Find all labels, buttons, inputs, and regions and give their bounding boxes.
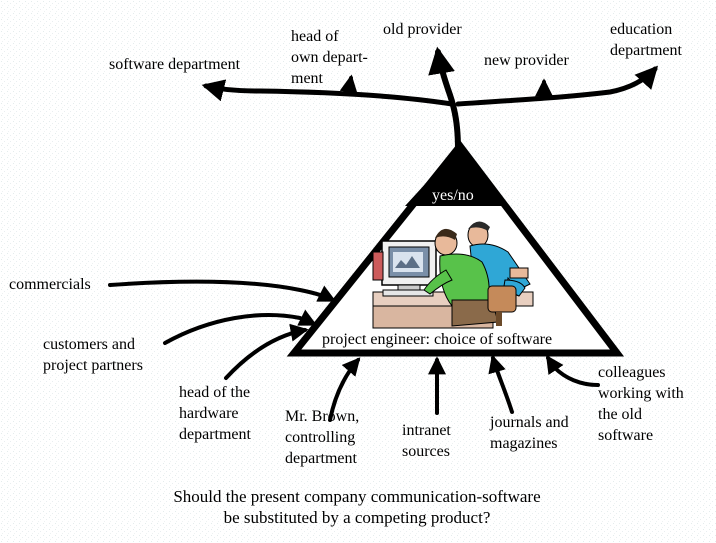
people-at-computer-illustration (372, 221, 534, 329)
arrow-hardware-department (224, 323, 309, 380)
arrow-commercials (108, 279, 337, 302)
trunk-to-old-provider (428, 46, 461, 153)
influence-colleagues: colleagues working with the old software (598, 364, 684, 444)
influence-hardware-department: head of the hardware department (179, 384, 251, 443)
arrow-mr-brown (328, 357, 361, 422)
branch-new-provider (534, 78, 553, 100)
branch-education-department (455, 65, 659, 107)
influence-customers-partners: customers and project partners (43, 336, 143, 374)
influence-journals: journals and magazines (490, 414, 569, 452)
influence-commercials: commercials (9, 276, 91, 293)
outcome-new-provider: new provider (484, 52, 569, 69)
outcome-software-department: software department (109, 56, 241, 73)
outcome-head-own-department: head of own depart- ment (291, 28, 368, 87)
decision-tree (201, 46, 659, 153)
branch-software-department (201, 79, 455, 107)
arrow-colleagues (546, 355, 600, 387)
decision-label: yes/no (432, 187, 474, 204)
outcome-education-department: education department (610, 21, 682, 59)
influence-arrows (108, 279, 600, 422)
branch-head-own-department (339, 74, 358, 95)
question-caption: Should the present company communication… (173, 487, 541, 527)
decision-apex (405, 146, 508, 206)
arrow-customers-partners (163, 309, 318, 345)
arrow-journals (488, 354, 514, 414)
influence-mr-brown: Mr. Brown, controlling department (285, 408, 360, 467)
outcome-old-provider: old provider (383, 21, 462, 38)
center-caption: project engineer: choice of software (322, 331, 553, 348)
influence-intranet: intranet sources (402, 422, 451, 460)
